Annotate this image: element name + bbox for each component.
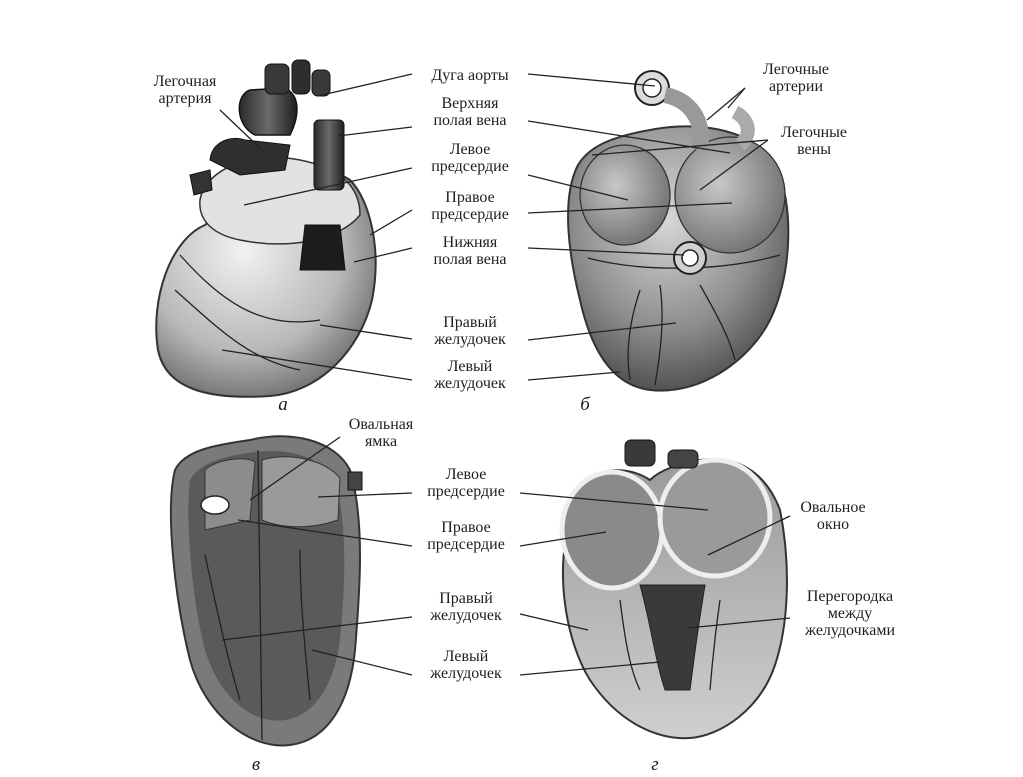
leader-lines xyxy=(219,73,791,676)
label-line: Дуга аорты xyxy=(431,67,508,84)
panel-letters: а б в г xyxy=(252,394,659,775)
label-line: предсердие xyxy=(431,206,509,223)
label-line: желудочек xyxy=(433,375,506,392)
label-line: Легочные xyxy=(781,124,847,141)
heart-view-a xyxy=(155,59,377,398)
label-line: Верхняя xyxy=(441,95,499,112)
label-line: Левый xyxy=(448,358,493,375)
panel-letter-b: б xyxy=(580,394,591,415)
label-line: Правое xyxy=(445,189,494,206)
label-line: Нижняя xyxy=(443,234,498,251)
label-line: Левое xyxy=(450,141,491,158)
label-line: артерия xyxy=(159,90,213,107)
label-line: Правый xyxy=(439,590,493,607)
label-line: предсердие xyxy=(427,483,505,500)
label-line: вены xyxy=(797,141,831,158)
heart-section-v xyxy=(169,435,363,747)
label-line: желудочек xyxy=(429,665,502,682)
label-line: Правое xyxy=(441,519,490,536)
panel-letter-a: а xyxy=(278,394,288,415)
label-line: Овальная xyxy=(349,416,414,433)
label-line: Легочные xyxy=(763,61,829,78)
panel-letter-g: г xyxy=(651,754,658,775)
label-line: Левое xyxy=(446,466,487,483)
label-line: окно xyxy=(817,516,849,533)
label-line: полая вена xyxy=(433,251,506,268)
label-line: полая вена xyxy=(433,112,506,129)
label-line: ямка xyxy=(365,433,397,450)
label-line: желудочками xyxy=(804,622,895,639)
label-line: Левый xyxy=(444,648,489,665)
label-duga-aorty: Дуга аорты xyxy=(431,67,508,84)
label-line: Перегородка xyxy=(807,588,893,605)
label-line: между xyxy=(828,605,872,622)
label-line: предсердие xyxy=(431,158,509,175)
heart-view-b xyxy=(567,70,790,392)
label-line: Правый xyxy=(443,314,497,331)
label-line: артерии xyxy=(769,78,824,95)
label-line: Овальное xyxy=(800,499,865,516)
label-line: желудочек xyxy=(429,607,502,624)
heart-section-g xyxy=(559,439,788,740)
panel-letter-v: в xyxy=(252,754,260,775)
label-line: Легочная xyxy=(154,73,217,90)
label-line: предсердие xyxy=(427,536,505,553)
label-line: желудочек xyxy=(433,331,506,348)
